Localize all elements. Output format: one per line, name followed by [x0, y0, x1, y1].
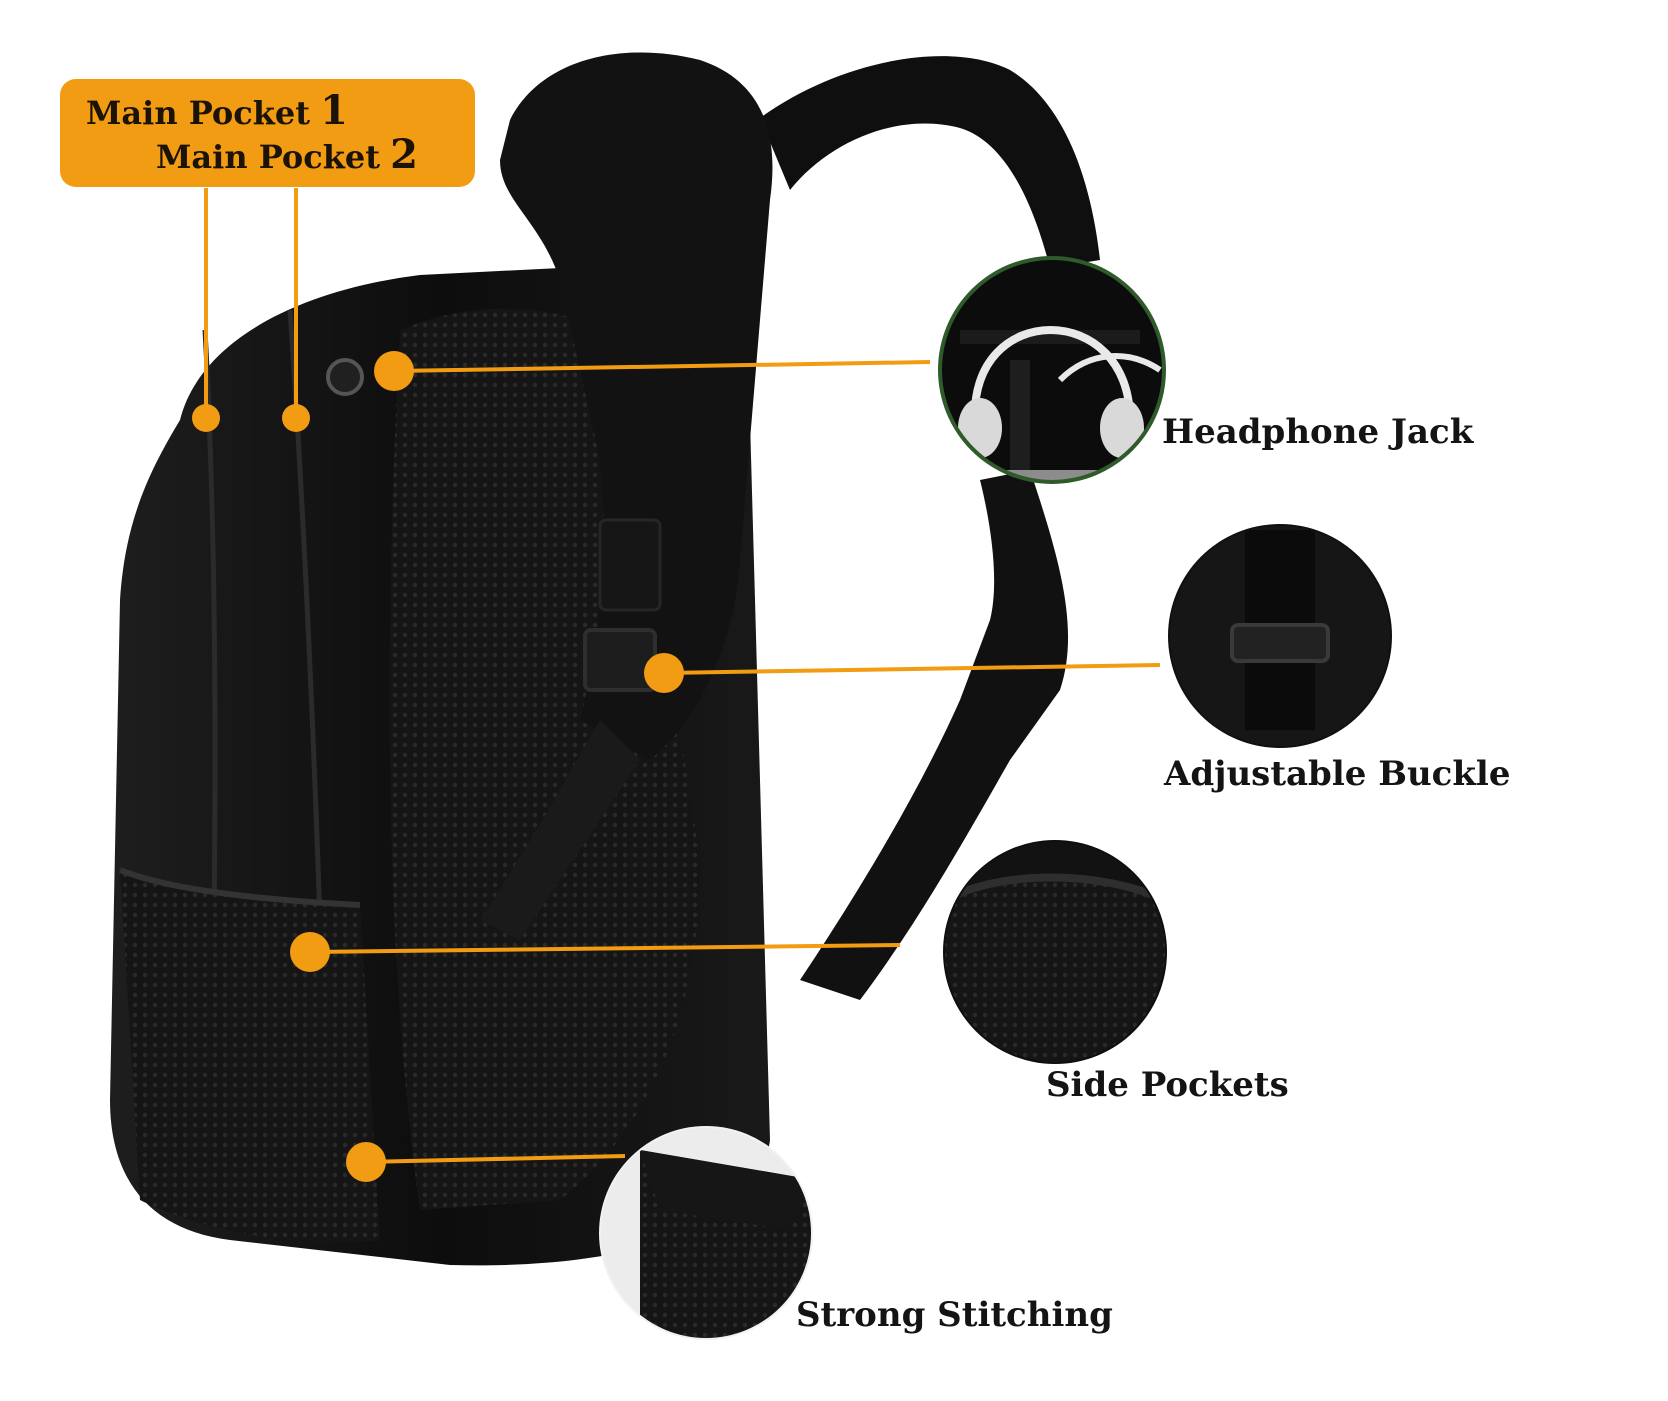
- strong-stitching-label: Strong Stitching: [796, 1295, 1113, 1335]
- main-pocket-1-number: 1: [320, 87, 348, 134]
- shoulder-strap-far-lower: [800, 470, 1069, 1000]
- zoom-headphone-jack: [938, 256, 1166, 484]
- shoulder-strap-far: [760, 56, 1100, 268]
- headphone-port: [326, 358, 364, 396]
- headphone-jack-label: Headphone Jack: [1162, 412, 1474, 452]
- side-pockets-label: Side Pockets: [1046, 1065, 1289, 1105]
- shoulder-strap-near: [500, 52, 773, 760]
- zoom-side-pockets: [943, 840, 1167, 1064]
- orange-dot-icon: [192, 351, 684, 1182]
- zoom-strong-stitching: [599, 1126, 813, 1340]
- main-pocket-2-number: 2: [390, 131, 418, 178]
- main-pocket-2-text: Main Pocket: [156, 138, 381, 176]
- adjustable-buckle-label: Adjustable Buckle: [1164, 754, 1511, 794]
- leader-lines: [204, 188, 1161, 1164]
- zoom-adjustable-buckle: [1168, 524, 1392, 748]
- strap-webbing: [480, 720, 640, 940]
- side-mesh-pocket: [120, 870, 380, 1243]
- buckle: [583, 628, 657, 692]
- main-pocket-1-text: Main Pocket: [86, 94, 311, 132]
